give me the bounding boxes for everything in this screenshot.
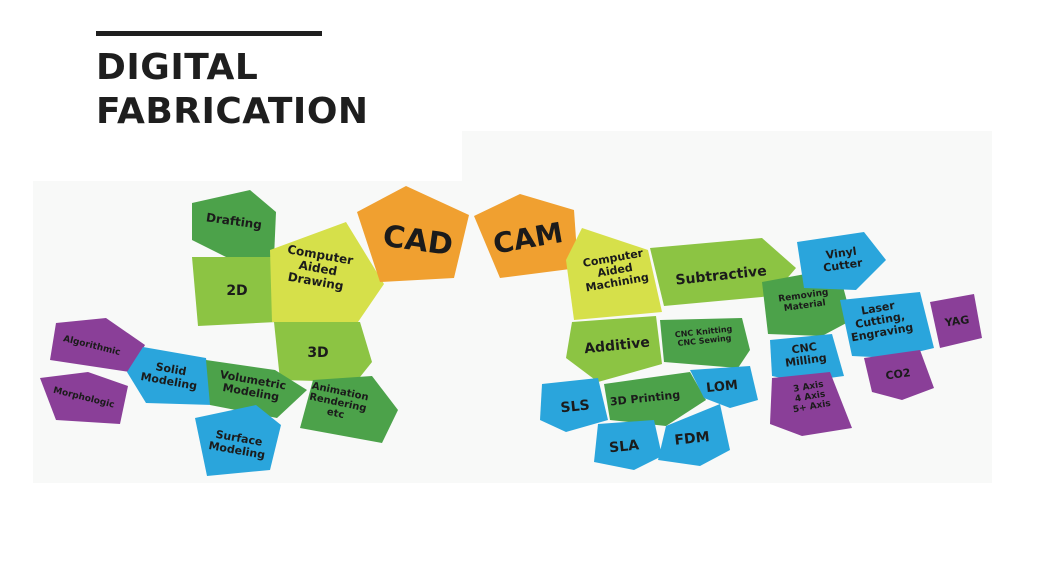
node-cnc-milling-shape (770, 334, 844, 382)
node-solid-modeling-shape (127, 347, 213, 405)
node-computer-aided-drawing-shape (270, 222, 384, 322)
node-fdm-label-line: FDM (674, 429, 711, 449)
node-lom: LOM (690, 366, 758, 408)
node-surface-modeling: SurfaceModeling (195, 405, 281, 476)
node-fdm-label: FDM (674, 429, 711, 449)
node-co2-label: CO2 (885, 366, 912, 382)
node-vinyl-cutter: VinylCutter (797, 232, 886, 290)
node-axis: 3 Axis4 Axis5+ Axis (770, 372, 852, 436)
node-lom-label-line: LOM (706, 378, 739, 396)
node-cam-shape (474, 194, 578, 278)
node-cnc-milling: CNCMilling (770, 334, 844, 382)
node-three-d-label-line: 3D (307, 345, 328, 361)
node-vinyl-cutter-shape (797, 232, 886, 290)
node-volumetric-modeling-shape (206, 360, 307, 418)
node-morphologic: Morphologic (40, 372, 128, 424)
node-three-d-shape (274, 322, 372, 382)
node-sls: SLS (540, 378, 608, 432)
node-algorithmic: Algorithmic (50, 318, 145, 372)
node-cad-shape (357, 186, 469, 282)
node-yag: YAG (930, 294, 982, 348)
node-two-d-shape (192, 257, 277, 326)
node-computer-aided-machining-label-line: Aided (596, 261, 633, 280)
title-line-1: DIGITAL (96, 47, 259, 88)
node-sls-label: SLS (560, 397, 591, 416)
node-sla-label-line: SLA (608, 437, 640, 456)
node-subtractive: Subtractive (650, 238, 796, 306)
node-three-d-label: 3D (307, 345, 328, 361)
node-three-d-printing-shape (604, 372, 706, 426)
node-cnc-milling-label: CNCMilling (783, 339, 828, 370)
node-additive: Additive (566, 316, 662, 382)
node-three-d: 3D (274, 322, 372, 382)
page-title: DIGITAL FABRICATION (96, 46, 369, 134)
node-lom-shape (690, 366, 758, 408)
node-two-d-label-line: 2D (226, 283, 247, 299)
node-three-d-printing: 3D Printing (604, 372, 706, 426)
node-co2-label-line: CO2 (885, 366, 912, 382)
node-additive-label: Additive (584, 335, 651, 358)
node-volumetric-modeling: VolumetricModeling (206, 360, 307, 418)
node-laser-cutting: LaserCutting,Engraving (840, 292, 934, 358)
node-fdm-shape (658, 404, 730, 466)
node-two-d: 2D (192, 257, 277, 326)
node-cnc-milling-label-line: CNC (791, 340, 818, 356)
node-yag-label: YAG (943, 313, 970, 329)
node-axis-label: 3 Axis4 Axis5+ Axis (789, 379, 832, 415)
node-additive-shape (566, 316, 662, 382)
node-sla-shape (594, 420, 662, 470)
node-sls-label-line: SLS (560, 397, 591, 416)
node-solid-modeling: SolidModeling (127, 347, 213, 405)
node-cad: CAD (357, 186, 469, 282)
node-sla: SLA (594, 420, 662, 470)
node-morphologic-shape (40, 372, 128, 424)
node-animation-rendering-shape (300, 376, 398, 443)
node-two-d-label: 2D (226, 283, 247, 299)
node-cnc-milling-label-line: Milling (784, 351, 827, 370)
node-drafting-shape (192, 190, 276, 260)
node-surface-modeling-shape (195, 405, 281, 476)
node-subtractive-shape (650, 238, 796, 306)
node-laser-cutting-shape (840, 292, 934, 358)
node-vinyl-cutter-label-line: Cutter (823, 256, 864, 274)
node-co2: CO2 (864, 350, 934, 400)
node-vinyl-cutter-label: VinylCutter (821, 244, 864, 275)
node-sla-label: SLA (608, 437, 640, 456)
node-cnc-knitting-sewing-shape (660, 318, 750, 368)
node-solid-modeling-label-line: Solid (155, 360, 188, 378)
node-drafting: Drafting (192, 190, 276, 260)
node-computer-aided-drawing: ComputerAidedDrawing (270, 222, 384, 322)
node-animation-rendering: AnimationRenderingetc (300, 376, 398, 443)
node-cam: CAM (474, 194, 578, 278)
node-yag-label-line: YAG (943, 313, 970, 329)
node-computer-aided-machining: ComputerAidedMachining (566, 228, 662, 320)
node-vinyl-cutter-label-line: Vinyl (825, 245, 857, 262)
node-sls-shape (540, 378, 608, 432)
node-cnc-knitting-sewing: CNC KnittingCNC Sewing (660, 318, 750, 368)
node-computer-aided-drawing-label-line: Aided (298, 258, 339, 279)
node-laser-cutting-label-line: Laser (860, 299, 896, 318)
node-co2-shape (864, 350, 934, 400)
node-computer-aided-machining-shape (566, 228, 662, 320)
node-yag-shape (930, 294, 982, 348)
node-algorithmic-shape (50, 318, 145, 372)
node-animation-rendering-label-line: etc (326, 407, 345, 421)
node-axis-shape (770, 372, 852, 436)
node-fdm: FDM (658, 404, 730, 466)
node-lom-label: LOM (706, 378, 739, 396)
title-rule (96, 31, 322, 36)
node-additive-label-line: Additive (584, 335, 651, 358)
title-line-2: FABRICATION (96, 91, 369, 132)
